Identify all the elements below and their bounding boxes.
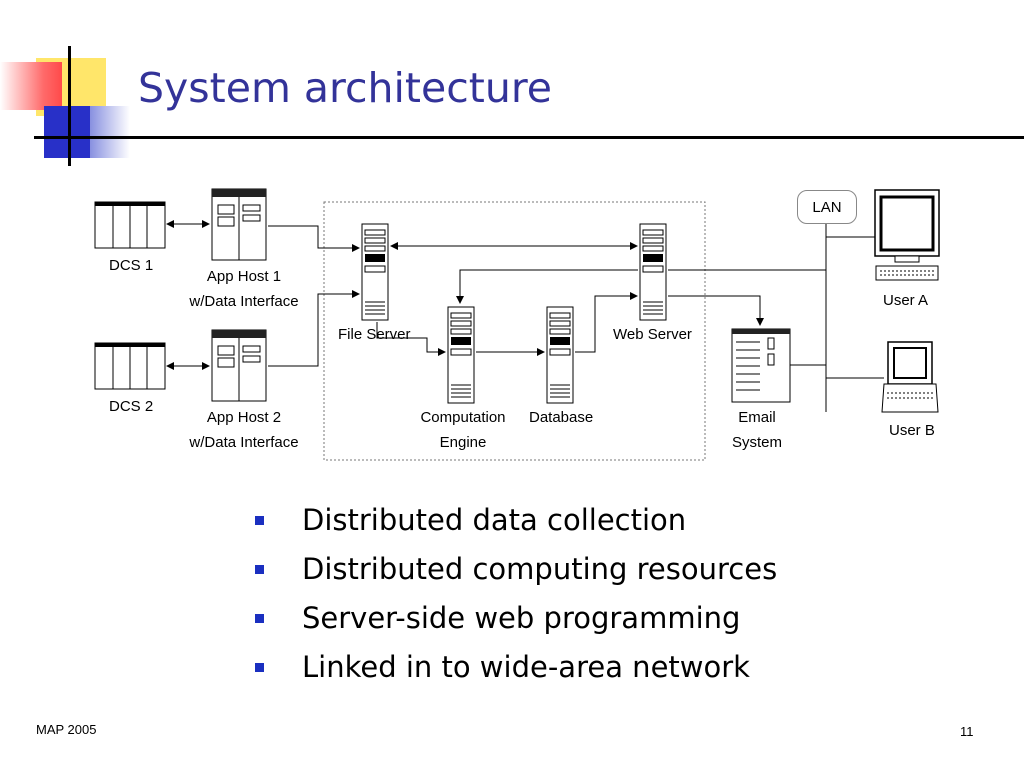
server-zone-border — [323, 201, 706, 461]
bullet-square-icon — [255, 516, 264, 525]
email-label-line2: System — [731, 434, 782, 451]
file-server-icon — [361, 223, 389, 321]
web-server-label: Web Server — [613, 326, 692, 343]
computation-engine-icon — [447, 306, 475, 404]
database-label: Database — [529, 409, 594, 426]
app-host1-icon — [211, 188, 267, 261]
bullet-text: Linked in to wide-area network — [302, 650, 750, 684]
app-host2-label-line2: w/Data Interface — [189, 434, 299, 451]
app-host1-label: App Host 1 w/Data Interface — [176, 264, 312, 314]
app-host2-icon — [211, 329, 267, 402]
email-label-line1: Email — [738, 409, 776, 426]
user-b-label: User B — [889, 422, 935, 439]
bullet-square-icon — [255, 565, 264, 574]
database-server-icon — [546, 306, 574, 404]
web-server-icon — [639, 223, 667, 321]
page-number: 11 — [960, 724, 974, 739]
app-host1-label-line1: App Host 1 — [206, 268, 282, 285]
file-server-label: File Server — [338, 326, 411, 343]
app-host1-label-line2: w/Data Interface — [189, 293, 299, 310]
dcs2-label: DCS 2 — [109, 398, 154, 415]
bullet-square-icon — [255, 663, 264, 672]
email-system-icon — [731, 328, 791, 403]
dcs1-label: DCS 1 — [109, 257, 154, 274]
bullet-text: Distributed computing resources — [302, 552, 778, 586]
dcs1-rack-icon — [94, 201, 166, 249]
corner-decoration — [0, 0, 140, 170]
footer-text: MAP 2005 — [36, 722, 97, 737]
app-host2-label: App Host 2 w/Data Interface — [176, 405, 312, 455]
computation-label-line2: Engine — [439, 434, 487, 451]
computation-engine-label: Computation Engine — [410, 405, 516, 455]
bullet-text: Distributed data collection — [302, 503, 687, 537]
user-b-laptop-icon — [881, 341, 939, 413]
bullet-text: Server-side web programming — [302, 601, 741, 635]
app-host2-label-line1: App Host 2 — [206, 409, 282, 426]
computation-label-line1: Computation — [420, 409, 506, 426]
dcs2-rack-icon — [94, 342, 166, 390]
slide-title: System architecture — [138, 64, 553, 112]
lan-label: LAN — [797, 190, 857, 224]
email-system-label: Email System — [716, 405, 798, 455]
user-a-label: User A — [883, 292, 929, 309]
connection-lines — [166, 220, 884, 412]
user-a-workstation-icon — [874, 189, 940, 281]
bullet-square-icon — [255, 614, 264, 623]
title-underline — [34, 136, 1024, 139]
